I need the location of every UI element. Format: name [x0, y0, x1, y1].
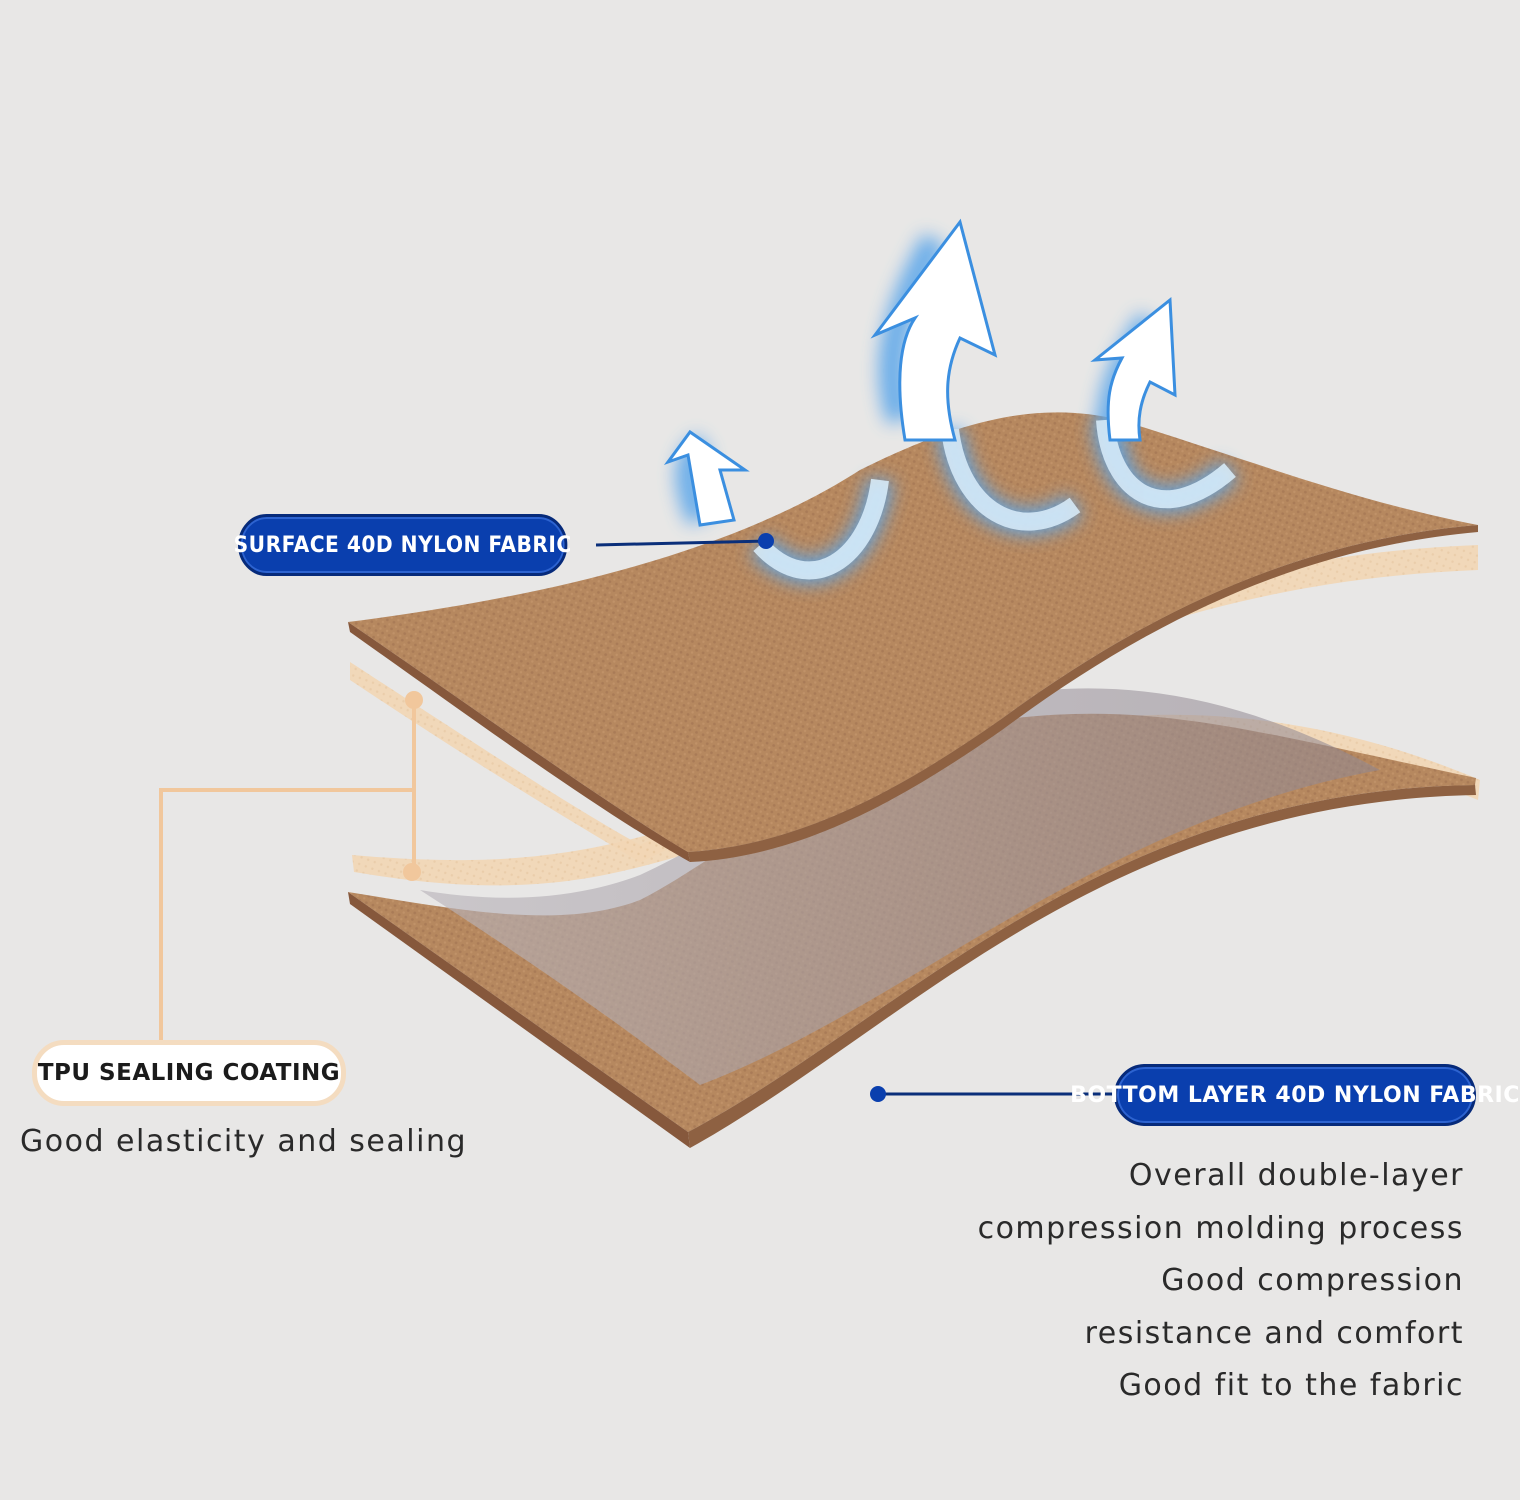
- tpu-coating-label-text: TPU SEALING COATING: [37, 1060, 341, 1086]
- bottom-layer-label: BOTTOM LAYER 40D NYLON FABRIC: [1070, 1064, 1519, 1126]
- bottom-caption-line: Overall double-layer: [1128, 1158, 1464, 1193]
- surface-nylon-layer: [348, 412, 1478, 852]
- surface-leader-line: [595, 533, 774, 549]
- tpu-caption: Good elasticity and sealing: [20, 1124, 467, 1159]
- bottom-caption-line: Good fit to the fabric: [1118, 1368, 1464, 1403]
- mid-membrane: [420, 688, 1380, 1085]
- bottom-layer-caption: Overall double-layer compression molding…: [978, 1150, 1464, 1413]
- bottom-leader-line: [870, 1086, 1116, 1102]
- bottom-layer-edge: [348, 892, 690, 1148]
- vapor-arrow-icon: [663, 218, 1239, 584]
- bottom-caption-line: resistance and comfort: [1084, 1315, 1464, 1351]
- tpu-coating-label: TPU SEALING COATING: [32, 1040, 346, 1106]
- bottom-caption-line: compression molding process: [977, 1210, 1464, 1246]
- surface-layer-label-text: SURFACE 40D NYLON FABRIC: [233, 532, 572, 558]
- surface-layer-edge: [348, 622, 690, 862]
- surface-layer-label: SURFACE 40D NYLON FABRIC: [234, 514, 571, 576]
- bottom-layer-label-text: BOTTOM LAYER 40D NYLON FABRIC: [1070, 1082, 1520, 1108]
- bottom-caption-line: Good compression: [1161, 1263, 1464, 1298]
- tpu-leader-line: [159, 691, 423, 1040]
